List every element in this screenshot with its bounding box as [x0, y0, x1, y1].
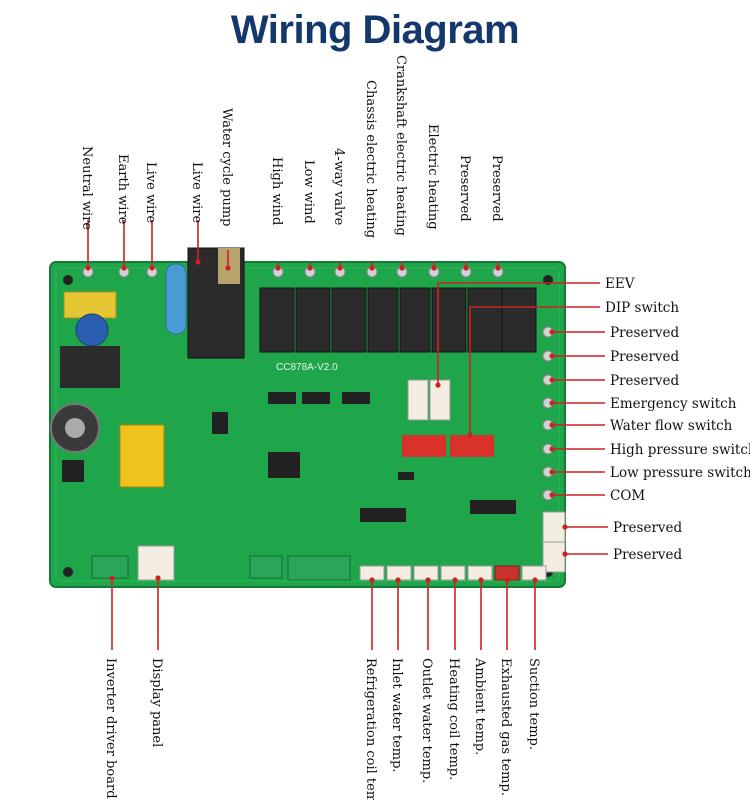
- right-label: DIP switch: [605, 300, 679, 316]
- bottom-label: Inverter driver board: [103, 658, 118, 799]
- bottom-leader-dot: [369, 577, 375, 583]
- right-label: High pressure switch: [610, 442, 750, 458]
- callout-labels: Neutral wire Earth wire Live wire Live wire…: [79, 55, 750, 800]
- right-leader-dot: [549, 422, 555, 428]
- bottom-label: Outlet water temp.: [419, 658, 434, 783]
- bottom-leader-dot: [109, 575, 115, 581]
- bottom-leader-dot: [504, 577, 510, 583]
- bottom-label: Ambient temp.: [472, 657, 487, 755]
- top-leader-dot: [495, 265, 501, 271]
- top-leader-dot: [275, 265, 281, 271]
- leader-lines: [85, 220, 608, 650]
- right-leader-dot: [549, 377, 555, 383]
- bottom-label: Suction temp.: [526, 658, 541, 750]
- top-leader-dot: [399, 265, 405, 271]
- top-label: Preserved: [457, 155, 472, 222]
- bottom-label: Refrigeration coil temp: [363, 658, 378, 800]
- right-leader-dot: [549, 446, 555, 452]
- right-label: Low pressure switch: [610, 465, 750, 481]
- right-leader-dot: [435, 382, 441, 388]
- bottom-leader-dot: [532, 577, 538, 583]
- top-leader-dot: [369, 265, 375, 271]
- right-leader-dot: [549, 400, 555, 406]
- top-leader-dot: [121, 265, 127, 271]
- top-label: Crankshaft electric heating: [393, 55, 408, 236]
- bottom-label: Heating coil temp.: [446, 658, 461, 780]
- right-leader-dot: [562, 524, 568, 530]
- top-leader-dot: [195, 259, 201, 265]
- right-label: COM: [610, 488, 645, 504]
- right-leader-dot: [549, 353, 555, 359]
- right-label: Water flow switch: [610, 418, 733, 434]
- top-label: Chassis electric heating: [363, 80, 378, 238]
- top-label: Earth wire: [115, 154, 130, 225]
- top-leader-dot: [463, 265, 469, 271]
- top-label: Neutral wire: [79, 146, 94, 230]
- right-leader-dot: [549, 469, 555, 475]
- bottom-leader-dot: [452, 577, 458, 583]
- right-label: Preserved: [613, 520, 683, 536]
- right-label: Emergency switch: [610, 396, 737, 412]
- top-leader-dot: [307, 265, 313, 271]
- right-label: Preserved: [610, 373, 680, 389]
- top-label: Low wind: [301, 160, 316, 224]
- bottom-label: Inlet water temp.: [389, 658, 404, 773]
- bottom-leader-dot: [425, 577, 431, 583]
- top-label: Electric heating: [425, 124, 440, 230]
- top-leader-dot: [431, 265, 437, 271]
- top-label: Preserved: [489, 155, 504, 222]
- top-label: Live wire: [143, 162, 158, 223]
- right-leader-dot: [549, 492, 555, 498]
- right-label: EEV: [605, 276, 635, 292]
- top-leader-dot: [85, 265, 91, 271]
- bottom-leader-dot: [395, 577, 401, 583]
- bottom-label: Display panel: [149, 658, 164, 747]
- top-label: Water cycle pump: [219, 108, 234, 226]
- bottom-label: Exhausted gas temp.: [498, 658, 513, 796]
- bottom-leader-dot: [155, 575, 161, 581]
- right-label: Preserved: [610, 325, 680, 341]
- page-title: Wiring Diagram: [230, 8, 520, 52]
- right-leader: [437, 282, 600, 385]
- top-leader-dot: [225, 265, 231, 271]
- right-label: Preserved: [610, 349, 680, 365]
- right-label: Preserved: [613, 547, 683, 563]
- right-leader-dot: [467, 432, 473, 438]
- circuit-board: CC878A-V2.0: [49, 247, 566, 588]
- top-label: High wind: [269, 157, 284, 225]
- top-label: 4-way valve: [331, 148, 346, 226]
- bottom-leader-dot: [478, 577, 484, 583]
- top-label: Live wire: [189, 162, 204, 223]
- board-model: CC878A-V2.0: [276, 362, 338, 373]
- right-leader-dot: [549, 329, 555, 335]
- top-leader-dot: [149, 265, 155, 271]
- right-leader-dot: [562, 551, 568, 557]
- right-leader: [469, 306, 600, 435]
- top-leader-dot: [337, 265, 343, 271]
